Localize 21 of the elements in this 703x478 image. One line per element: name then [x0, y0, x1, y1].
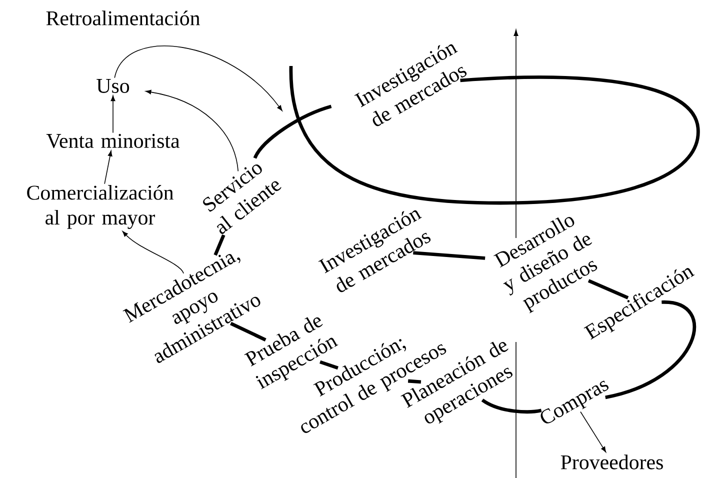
edge-label: Retroalimentación	[44, 10, 202, 26]
spiral-segment	[604, 300, 696, 400]
arrow	[114, 46, 282, 111]
arrow	[146, 90, 239, 172]
arrow	[580, 411, 606, 452]
spiral-segment	[408, 379, 422, 384]
spiral-segment	[588, 279, 629, 300]
spiral-segment	[289, 66, 700, 205]
stage-label: Proveedores	[560, 454, 663, 470]
arrow	[110, 95, 116, 134]
stage-label: Uso	[96, 79, 130, 93]
spiral-segment	[320, 360, 338, 370]
stage-label: Comercialización al por mayor	[27, 185, 174, 229]
spiral-segment	[214, 234, 226, 256]
stage-label: Venta minorista	[46, 134, 180, 148]
spiral-segment	[481, 398, 542, 414]
spiral-segment	[230, 322, 266, 342]
arrow	[104, 150, 112, 184]
arrow	[122, 231, 184, 274]
spiral-segment	[253, 104, 332, 159]
spiral-segment	[413, 251, 486, 260]
